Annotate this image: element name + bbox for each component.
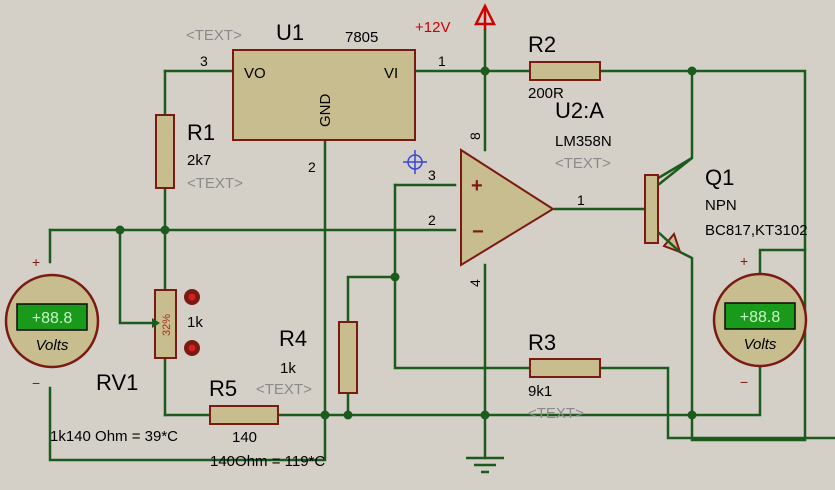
voltmeter-right-reading: +88.8 bbox=[740, 309, 781, 326]
u2-plus-sign: + bbox=[471, 175, 483, 197]
r5-value: 140 bbox=[232, 429, 257, 446]
u2-pin3-number: 3 bbox=[428, 167, 436, 183]
r3-ref: R3 bbox=[528, 330, 556, 355]
voltmeter-right-minus: − bbox=[740, 374, 748, 390]
u1-pin1-number: 1 bbox=[438, 53, 446, 69]
u2-pin8-number: 8 bbox=[467, 132, 483, 140]
u1-value: 7805 bbox=[345, 29, 378, 46]
u2-minus-sign: − bbox=[472, 221, 484, 243]
u2-pin2-number: 2 bbox=[428, 212, 436, 228]
rv1-wiper: 32% bbox=[161, 314, 173, 336]
u1-pin-vi: VI bbox=[384, 65, 398, 82]
potentiometer-RV1[interactable]: 32% 1k RV1 bbox=[96, 289, 203, 395]
u2-ref: U2:A bbox=[555, 98, 604, 123]
r4-value: 1k bbox=[280, 360, 296, 377]
u1-placeholder: <TEXT> bbox=[186, 27, 242, 44]
resistor-R3[interactable]: R3 9k1 <TEXT> bbox=[528, 330, 601, 422]
r2-ref: R2 bbox=[528, 32, 556, 57]
power-label: +12V bbox=[415, 19, 450, 36]
u2-placeholder: <TEXT> bbox=[555, 155, 611, 172]
voltmeter-left-reading: +88.8 bbox=[32, 310, 73, 327]
transistor-Q1[interactable]: Q1 NPN BC817,KT3102 bbox=[644, 157, 808, 254]
resistor-R1[interactable]: R1 2k7 <TEXT> bbox=[155, 114, 243, 192]
u2-pin1-number: 1 bbox=[577, 192, 585, 208]
u1-pin2-number: 2 bbox=[308, 159, 316, 175]
resistor-R4[interactable]: R4 1k <TEXT> bbox=[256, 321, 358, 398]
rv1-decrement-button[interactable] bbox=[184, 340, 200, 356]
junctions bbox=[115, 66, 697, 420]
voltmeter-left-plus: + bbox=[32, 254, 40, 270]
r3-placeholder: <TEXT> bbox=[528, 405, 584, 422]
r2-value: 200R bbox=[528, 85, 564, 102]
q1-value: BC817,KT3102 bbox=[705, 222, 808, 239]
voltmeter-left[interactable]: +88.8 Volts + − bbox=[4, 254, 100, 391]
r1-placeholder: <TEXT> bbox=[187, 175, 243, 192]
power-terminal[interactable]: +12V bbox=[415, 3, 497, 36]
r4-placeholder: <TEXT> bbox=[256, 381, 312, 398]
rv1-value: 1k bbox=[187, 314, 203, 331]
voltmeter-right-unit: Volts bbox=[744, 336, 777, 353]
r3-value: 9k1 bbox=[528, 383, 552, 400]
resistor-R5[interactable]: R5 140 bbox=[209, 376, 279, 446]
r4-ref: R4 bbox=[279, 326, 307, 351]
q1-ref: Q1 bbox=[705, 165, 734, 190]
r5-ref: R5 bbox=[209, 376, 237, 401]
crosshair-icon bbox=[403, 150, 427, 174]
voltmeter-left-display bbox=[16, 303, 88, 331]
q1-type: NPN bbox=[705, 197, 737, 214]
u1-pin-gnd: GND bbox=[317, 94, 334, 128]
u2-value: LM358N bbox=[555, 133, 612, 150]
u1-pin-vo: VO bbox=[244, 65, 266, 82]
note-calibration-low: 1k140 Ohm = 39*C bbox=[50, 428, 178, 445]
voltmeter-left-unit: Volts bbox=[36, 337, 69, 354]
voltmeter-right[interactable]: +88.8 Volts + − bbox=[712, 253, 808, 390]
note-calibration-high: 140Ohm = 119*C bbox=[210, 453, 325, 470]
ground-icon bbox=[466, 456, 504, 474]
resistor-R2[interactable]: R2 200R bbox=[528, 32, 601, 102]
u1-ref: U1 bbox=[276, 20, 304, 45]
voltmeter-right-plus: + bbox=[740, 253, 748, 269]
rv1-ref: RV1 bbox=[96, 370, 138, 395]
regulator-U1[interactable]: VO VI GND U1 7805 <TEXT> 3 1 2 bbox=[186, 20, 446, 175]
opamp-U2[interactable]: + − 3 2 1 8 4 U2:A LM358N <TEXT> bbox=[428, 98, 612, 287]
r1-value: 2k7 bbox=[187, 152, 211, 169]
voltmeter-left-minus: − bbox=[32, 375, 40, 391]
r1-ref: R1 bbox=[187, 120, 215, 145]
u2-pin4-number: 4 bbox=[467, 279, 483, 287]
rv1-increment-button[interactable] bbox=[184, 289, 200, 305]
voltmeter-right-display bbox=[724, 302, 796, 330]
u1-pin3-number: 3 bbox=[200, 53, 208, 69]
